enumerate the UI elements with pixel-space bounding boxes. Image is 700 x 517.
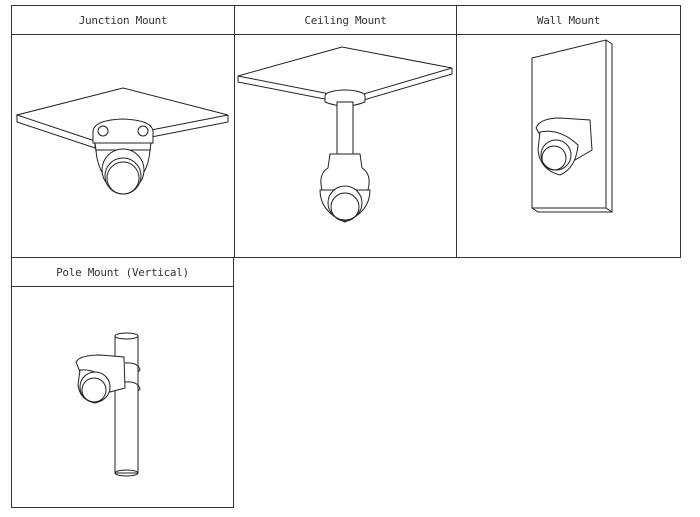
junction-mount-illustration xyxy=(15,87,229,195)
cell-pole-mount-image xyxy=(11,286,234,508)
pole-mount-illustration xyxy=(75,332,141,477)
ceiling-mount-illustration xyxy=(237,46,453,223)
cell-wall-mount-image xyxy=(456,34,681,258)
wall-mount-illustration xyxy=(531,39,613,213)
